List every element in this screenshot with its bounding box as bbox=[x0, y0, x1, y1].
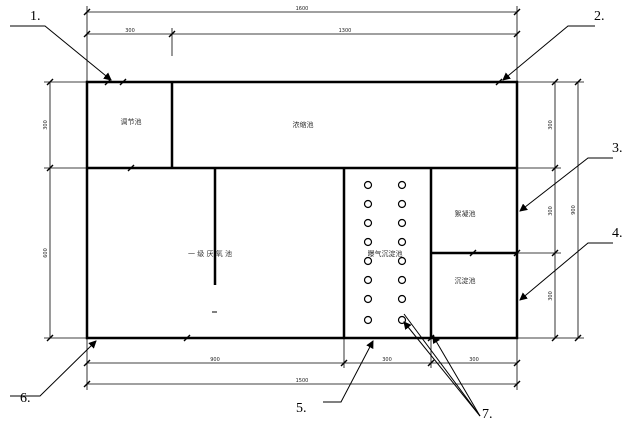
aerator-circle bbox=[397, 275, 407, 285]
callout-3: 3. bbox=[612, 141, 623, 156]
dim-top-right: 1300 bbox=[339, 28, 352, 34]
outer-wall bbox=[85, 80, 519, 340]
callout-leaders bbox=[10, 25, 613, 417]
room-labels: 调节池 浓缩池 一 级 厌 氧 池 曝气沉淀池 絮凝池 沉淀池 bbox=[121, 117, 476, 285]
room-label-anaerobic: 一 级 厌 氧 池 bbox=[188, 249, 232, 258]
room-label-nongsuo: 浓缩池 bbox=[293, 120, 314, 129]
dim-bottom-right: 300 bbox=[469, 357, 479, 363]
callout-2: 2. bbox=[594, 9, 605, 24]
dim-right-overall: 900 bbox=[571, 205, 577, 215]
dim-left-lower: 600 bbox=[43, 248, 49, 258]
aerator-circle bbox=[363, 199, 373, 209]
aerator-circle bbox=[363, 275, 373, 285]
leader-5 bbox=[323, 340, 374, 403]
aerator-circle bbox=[397, 237, 407, 247]
callout-6: 6. bbox=[20, 391, 31, 406]
dim-top-left: 300 bbox=[125, 28, 135, 34]
leader-7c bbox=[432, 335, 481, 417]
aerator-circle bbox=[397, 294, 407, 304]
callout-7: 7. bbox=[482, 407, 493, 422]
aerator-circle bbox=[397, 218, 407, 228]
dim-bottom-mid: 300 bbox=[382, 357, 392, 363]
dim-bottom-left: 900 bbox=[210, 357, 220, 363]
dim-right-upper: 300 bbox=[548, 120, 554, 130]
aerator-circle bbox=[397, 180, 407, 190]
aerator-circle bbox=[363, 315, 373, 325]
aerator-circle bbox=[363, 237, 373, 247]
dimension-lines bbox=[44, 6, 584, 390]
room-label-tiaojie: 调节池 bbox=[121, 117, 142, 126]
plan-walls bbox=[85, 80, 519, 340]
dim-right-lower: 300 bbox=[548, 291, 554, 301]
callout-5: 5. bbox=[296, 401, 307, 416]
callout-labels: 1. 2. 3. 4. 5. 6. 7. bbox=[20, 9, 623, 422]
leader-7a bbox=[403, 321, 481, 417]
dim-bottom-overall: 1500 bbox=[296, 378, 309, 384]
leader-7b bbox=[403, 313, 481, 417]
aerator-circle bbox=[363, 180, 373, 190]
aerator-circle bbox=[363, 256, 373, 266]
dimension-ticks bbox=[46, 8, 582, 388]
dimension-labels: 1600 300 1300 900 300 300 1500 300 600 3… bbox=[43, 6, 577, 384]
aerator-circle bbox=[363, 218, 373, 228]
callout-4: 4. bbox=[612, 226, 623, 241]
aerator-circle bbox=[397, 199, 407, 209]
aerator-circle bbox=[397, 315, 407, 325]
room-label-chendian: 沉淀池 bbox=[455, 276, 476, 285]
aerator-circle bbox=[397, 256, 407, 266]
leader-1 bbox=[10, 25, 112, 81]
aerator-circle bbox=[363, 294, 373, 304]
aerator-circles bbox=[363, 180, 407, 325]
dim-top-overall: 1600 bbox=[296, 6, 309, 12]
leader-3 bbox=[519, 157, 613, 212]
room-label-aeration: 曝气沉淀池 bbox=[368, 249, 403, 258]
room-label-xuhun: 絮凝池 bbox=[455, 209, 476, 218]
callout-1: 1. bbox=[30, 9, 41, 24]
leader-6 bbox=[10, 340, 97, 397]
leader-2 bbox=[502, 25, 595, 81]
dim-left-upper: 300 bbox=[43, 120, 49, 130]
dim-right-mid: 300 bbox=[548, 206, 554, 216]
leader-4 bbox=[519, 242, 613, 301]
